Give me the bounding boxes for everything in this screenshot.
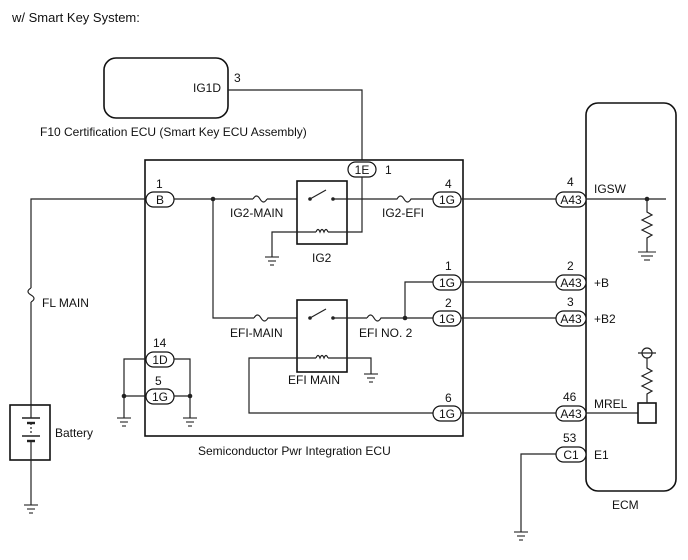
ground-ecm-e1 [514, 531, 528, 541]
fuse-fl-main [27, 287, 35, 303]
relay-ig2-contact [309, 189, 327, 200]
svg-text:A43: A43 [560, 193, 582, 207]
battery: Battery [9, 404, 93, 461]
diagram-title: w/ Smart Key System: [11, 10, 140, 25]
fuse-efi-main [253, 314, 308, 322]
relay-efi-main-contact [309, 308, 327, 319]
ecm-pin-b: 2 [567, 259, 574, 273]
fuse-ig2-efi [387, 195, 433, 203]
certification-ecu: IG1D 3 F10 Certification ECU (Smart Key … [40, 57, 307, 139]
fuse-ig2-main [252, 195, 268, 203]
battery-box [9, 404, 51, 461]
wire-efi-main-coil-to-mrel [248, 357, 433, 414]
relay-ig2-coil [315, 228, 329, 234]
connector-b-label: B [156, 193, 164, 207]
ground-ecm-igsw [638, 251, 656, 261]
connector-1g-pin5-pin: 5 [155, 374, 162, 388]
connector-1g-pin6-number: 6 [445, 391, 452, 405]
relay-ig2: IG2 [271, 177, 387, 265]
wire-battery-to-spi [30, 198, 146, 288]
ecm-b2-label: +B2 [594, 312, 616, 326]
ig2-main-label: IG2-MAIN [230, 206, 283, 220]
fl-main-label: FL MAIN [42, 296, 89, 310]
ecm-mrel-resistor [640, 358, 654, 403]
ground-ig2 [265, 256, 279, 266]
ig2-efi-label: IG2-EFI [382, 206, 424, 220]
efi-no2-label: EFI NO. 2 [359, 326, 413, 340]
relay-efi-main: EFI MAIN [248, 299, 433, 414]
fuse-efi-no2 [366, 314, 433, 322]
svg-text:1G: 1G [152, 390, 168, 404]
connector-a43-pin3 [555, 310, 587, 327]
connector-1g-pin1-number: 1 [445, 259, 452, 273]
svg-text:A43: A43 [560, 276, 582, 290]
ground-efi-main [364, 373, 378, 383]
ecm-mrel-label: MREL [594, 397, 628, 411]
battery-label: Battery [55, 426, 93, 440]
ecm-mrel-driver [637, 402, 657, 424]
wire-bus-efi-main [212, 199, 254, 319]
ground-battery [24, 504, 38, 514]
wire-ig1d [228, 89, 363, 160]
ground-left [117, 417, 131, 427]
ig2-label: IG2 [312, 251, 332, 265]
ecm-pin-igsw: 4 [567, 175, 574, 189]
relay-efi-main-box [296, 299, 348, 373]
ecm-igsw-label: IGSW [594, 182, 627, 196]
wire-efi-no2-branch [404, 281, 433, 318]
svg-text:1D: 1D [152, 353, 168, 367]
ecm-pin-e1: 53 [563, 431, 577, 445]
connector-1g-pin4-number: 4 [445, 177, 452, 191]
connector-1e-pin: 1 [385, 163, 392, 177]
cert-ecu-pin-label: IG1D [193, 81, 221, 95]
ecm-igsw-resistor [640, 199, 654, 252]
connector-1e-label: 1E [355, 163, 370, 177]
ecm-pin-mrel: 46 [563, 390, 577, 404]
certification-ecu-box [103, 57, 229, 119]
ecm-box [585, 102, 677, 492]
connector-a43-pin2 [555, 274, 587, 291]
svg-text:1G: 1G [439, 312, 455, 326]
svg-text:A43: A43 [560, 407, 582, 421]
ecm-b-label: +B [594, 276, 609, 290]
svg-text:1G: 1G [439, 276, 455, 290]
efi-main-relay-label: EFI MAIN [288, 373, 340, 387]
svg-text:1G: 1G [439, 407, 455, 421]
svg-text:A43: A43 [560, 312, 582, 326]
efi-main-fuse-label: EFI-MAIN [230, 326, 283, 340]
cert-ecu-caption: F10 Certification ECU (Smart Key ECU Ass… [40, 125, 307, 139]
cert-ecu-pin-number: 3 [234, 71, 241, 85]
connector-1g-pin2-number: 2 [445, 296, 452, 310]
relay-ig2-box [296, 180, 348, 245]
svg-text:1G: 1G [439, 193, 455, 207]
ecm-e1-label: E1 [594, 448, 609, 462]
spi-ecu-caption: Semiconductor Pwr Integration ECU [198, 444, 391, 458]
connector-b-pin: 1 [156, 177, 163, 191]
svg-text:C1: C1 [563, 448, 579, 462]
relay-efi-main-coil [315, 354, 329, 360]
ecm-caption: ECM [612, 498, 639, 512]
ecm: ECM [585, 102, 677, 512]
ecm-pin-b2: 3 [567, 295, 574, 309]
connector-1d-pin: 14 [153, 336, 167, 350]
ground-right [183, 417, 197, 427]
